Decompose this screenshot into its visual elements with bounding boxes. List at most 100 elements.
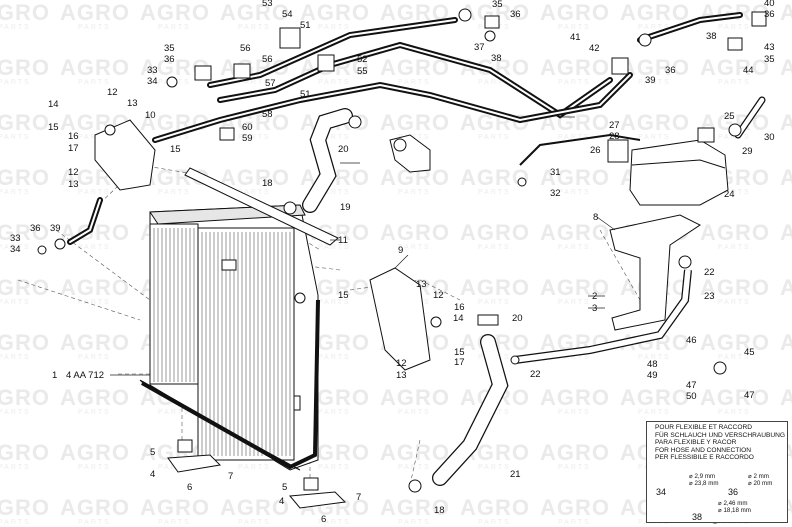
watermark-sub: PARTS (318, 79, 351, 86)
watermark-brand: AGRO (780, 275, 792, 300)
callout-51: 51 (300, 20, 311, 31)
watermark-brand: AGRO (780, 55, 792, 80)
bracket-10 (94, 119, 156, 191)
watermark-brand: AGRO (140, 110, 210, 135)
watermark-brand: AGRO (380, 495, 450, 520)
watermark-brand: AGRO (0, 0, 50, 25)
watermark-brand: AGRO (620, 385, 690, 410)
watermark-brand: AGRO (0, 385, 50, 410)
top-hoses (67, 12, 743, 245)
watermark-sub: PARTS (158, 409, 191, 416)
watermark-brand: AGRO (620, 110, 690, 135)
watermark-sub: PARTS (558, 79, 591, 86)
callout-16: 16 (68, 131, 79, 142)
callout-30: 30 (764, 132, 775, 143)
callout-34: 34 (147, 76, 158, 87)
watermark-sub: PARTS (318, 189, 351, 196)
callout-33b: 33 (10, 233, 21, 244)
callout-12: 12 (107, 87, 118, 98)
legend-line-de: FÜR SCHLAUCH UND VERSCHRAUBUNG (655, 431, 786, 439)
callout-19: 19 (340, 202, 351, 213)
watermark-brand: AGRO (0, 330, 50, 355)
hose-23 (514, 269, 692, 364)
watermark-sub: PARTS (318, 519, 351, 526)
watermark-brand: AGRO (0, 220, 50, 245)
watermark-sub: PARTS (0, 464, 31, 471)
watermark-brand: AGRO (780, 330, 792, 355)
callout-18: 18 (262, 178, 273, 189)
callout-25: 25 (724, 111, 735, 122)
watermark-sub: PARTS (0, 244, 31, 251)
callout-7b: 7 (356, 492, 361, 503)
callout-36e: 36 (764, 9, 775, 20)
legend-line-es: PARA FLEXIBLE Y RACOR (655, 439, 737, 447)
thermostat-housing (389, 134, 431, 173)
watermark-sub: PARTS (718, 409, 751, 416)
callout-1-note: 4 AA 712 (66, 370, 104, 381)
callout-56b: 56 (262, 54, 273, 65)
watermark-brand: AGRO (700, 55, 770, 80)
watermark-brand: AGRO (620, 0, 690, 25)
watermark-sub: PARTS (558, 354, 591, 361)
watermark-sub: PARTS (558, 24, 591, 31)
callout-47b: 47 (744, 390, 755, 401)
watermark-sub: PARTS (478, 189, 511, 196)
legend-dim-38-b: ⌀ 18,18 mm (718, 507, 751, 514)
watermark-sub: PARTS (478, 134, 511, 141)
watermark-sub: PARTS (0, 409, 31, 416)
callout-35: 35 (164, 43, 175, 54)
callout-53: 53 (262, 0, 273, 9)
callout-13b: 13 (68, 179, 79, 190)
callout-5b: 5 (282, 482, 287, 493)
watermark-sub: PARTS (78, 244, 111, 251)
callout-60: 60 (242, 122, 253, 133)
watermark-sub: PARTS (238, 24, 271, 31)
watermark-sub: PARTS (558, 134, 591, 141)
watermark-sub: PARTS (718, 189, 751, 196)
callout-12c: 12 (433, 290, 444, 301)
watermark-sub: PARTS (78, 409, 111, 416)
watermark-sub: PARTS (718, 354, 751, 361)
watermark-sub: PARTS (0, 79, 31, 86)
watermark-brand: AGRO (60, 330, 130, 355)
callout-35b: 35 (492, 0, 503, 10)
leaders (110, 116, 616, 376)
callout-31: 31 (550, 167, 561, 178)
legend-item-36: 36 (728, 487, 739, 497)
callout-9: 9 (398, 245, 403, 256)
watermark-brand: AGRO (380, 385, 450, 410)
watermark-sub: PARTS (558, 299, 591, 306)
watermark-brand: AGRO (700, 220, 770, 245)
watermark-brand: AGRO (700, 275, 770, 300)
watermark-brand: AGRO (380, 220, 450, 245)
callout-8: 8 (593, 212, 598, 223)
callout-33: 33 (147, 65, 158, 76)
watermark-sub: PARTS (478, 79, 511, 86)
callout-56: 56 (240, 43, 251, 54)
legend-line-fr: POUR FLEXIBLE ET RACCORD (655, 424, 752, 431)
watermark-sub: PARTS (0, 189, 31, 196)
callout-20: 20 (338, 144, 349, 155)
callout-6: 6 (187, 482, 192, 493)
callout-17: 17 (68, 143, 79, 154)
watermark-brand: AGRO (780, 110, 792, 135)
hose-21 (432, 334, 509, 486)
callout-23: 23 (704, 291, 715, 302)
callout-54: 54 (282, 9, 293, 20)
watermark-sub: PARTS (398, 244, 431, 251)
callout-46: 46 (686, 335, 697, 346)
watermark-brand: AGRO (460, 495, 530, 520)
watermark-sub: PARTS (398, 189, 431, 196)
watermark-sub: PARTS (0, 134, 31, 141)
watermark-sub: PARTS (238, 519, 271, 526)
watermark-brand: AGRO (460, 220, 530, 245)
watermark-sub: PARTS (78, 354, 111, 361)
assembly-dash-lines (17, 164, 641, 486)
hose-19 (302, 108, 353, 213)
callout-1: 1 (52, 370, 57, 381)
watermark-sub: PARTS (78, 24, 111, 31)
callout-39b: 39 (645, 75, 656, 86)
watermark-sub: PARTS (318, 409, 351, 416)
callout-15: 15 (48, 122, 59, 133)
watermark-brand: AGRO (0, 275, 50, 300)
